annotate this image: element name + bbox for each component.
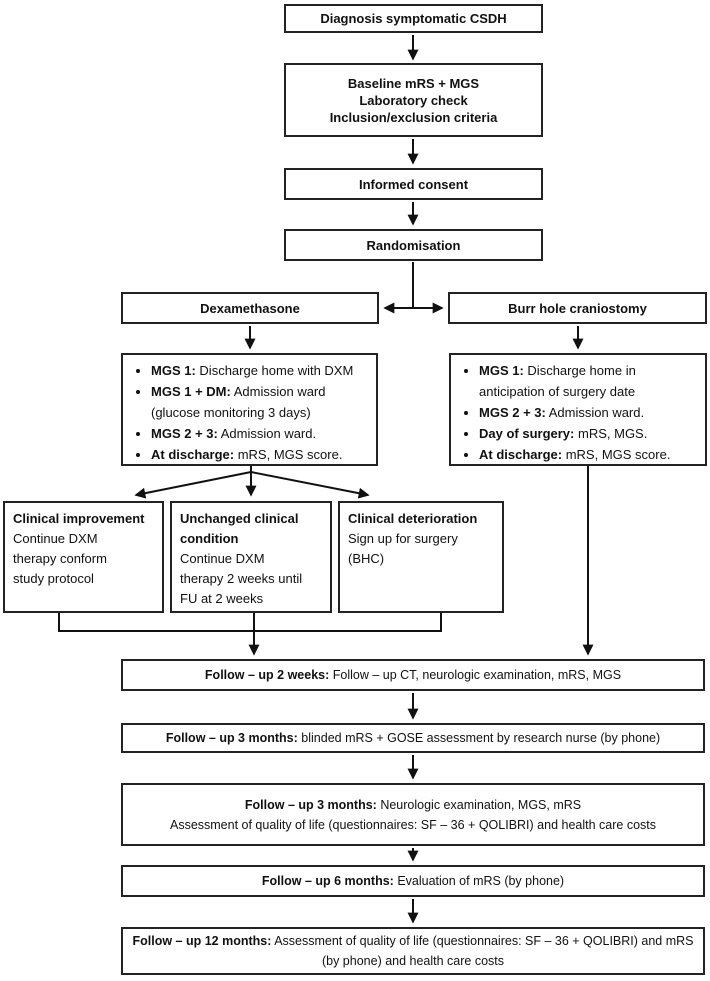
burr-bullet-1-text: Discharge home in anticipation of surger… — [479, 363, 636, 399]
box-diagnosis: Diagnosis symptomatic CSDH — [284, 4, 543, 33]
burr-bullet-list: MGS 1: Discharge home in anticipation of… — [455, 360, 699, 465]
box-dexa-pathway: MGS 1: Discharge home with DXM MGS 1 + D… — [121, 353, 378, 466]
followup-3-months-exam-line2: Assessment of quality of life (questionn… — [169, 817, 656, 832]
box-arm-burr-hole: Burr hole craniostomy — [448, 292, 707, 324]
dexa-bullet-3: MGS 2 + 3: Admission ward. — [151, 423, 370, 444]
outcome-unchanged-title: Unchanged clinical condition — [180, 511, 299, 546]
burr-bullet-3: Day of surgery: mRS, MGS. — [479, 423, 699, 444]
followup-12-months-text: Follow – up 12 months: Assessment of qua… — [131, 931, 695, 971]
followup-3-months-blinded-label: Follow – up 3 months: — [165, 731, 298, 745]
followup-6-months-label: Follow – up 6 months: — [261, 874, 394, 888]
outcome-improvement-title: Clinical improvement — [13, 511, 145, 526]
burr-bullet-1-label: MGS 1: — [479, 363, 524, 378]
dexa-bullet-3-text: Admission ward. — [220, 426, 317, 441]
diagnosis-label: Diagnosis symptomatic CSDH — [320, 11, 507, 26]
box-outcome-unchanged: Unchanged clinical condition Continue DX… — [170, 501, 332, 613]
outcome-unchanged-body: Continue DXM therapy 2 weeks until FU at… — [180, 551, 303, 606]
dexa-bullet-4: At discharge: mRS, MGS score. — [151, 444, 370, 465]
followup-2-weeks-label: Follow – up 2 weeks: — [204, 668, 330, 682]
fan-arrow-improvement — [134, 471, 252, 499]
followup-6-months-text: Follow – up 6 months: Evaluation of mRS … — [262, 871, 564, 891]
outcome-improvement-body: Continue DXM therapy conform study proto… — [13, 531, 107, 586]
followup-6-months-detail: Evaluation of mRS (by phone) — [397, 874, 565, 888]
burr-bullet-4: At discharge: mRS, MGS score. — [479, 444, 699, 465]
box-outcome-deterioration: Clinical deterioration Sign up for surge… — [338, 501, 504, 613]
arm-burr-hole-label: Burr hole craniostomy — [508, 300, 647, 316]
followup-12-months-detail: Assessment of quality of life (questionn… — [274, 934, 694, 968]
burr-bullet-2: MGS 2 + 3: Admission ward. — [479, 402, 699, 423]
box-baseline: Baseline mRS + MGS Laboratory check Incl… — [284, 63, 543, 137]
box-arm-dexamethasone: Dexamethasone — [121, 292, 379, 324]
box-followup-3-months-exam: Follow – up 3 months: Neurologic examina… — [121, 783, 705, 846]
followup-3-months-exam-detail: Neurologic examination, MGS, mRS — [380, 797, 582, 812]
dexa-bullet-2: MGS 1 + DM: Admission ward (glucose moni… — [151, 381, 370, 423]
box-followup-6-months: Follow – up 6 months: Evaluation of mRS … — [121, 865, 705, 897]
followup-2-weeks-detail: Follow – up CT, neurologic examination, … — [332, 668, 622, 682]
followup-3-months-blinded-detail: blinded mRS + GOSE assessment by researc… — [301, 731, 661, 745]
dexa-bullet-list: MGS 1: Discharge home with DXM MGS 1 + D… — [127, 360, 370, 465]
box-followup-12-months: Follow – up 12 months: Assessment of qua… — [121, 927, 705, 975]
dexa-bullet-1: MGS 1: Discharge home with DXM — [151, 360, 370, 381]
dexa-bullet-4-label: At discharge: — [151, 447, 235, 462]
dexa-bullet-3-label: MGS 2 + 3: — [151, 426, 218, 441]
burr-bullet-4-label: At discharge: — [479, 447, 563, 462]
dexa-bullet-1-text: Discharge home with DXM — [199, 363, 354, 378]
outcome-deterioration-title: Clinical deterioration — [348, 511, 478, 526]
outcome-deterioration-body: Sign up for surgery (BHC) — [348, 531, 458, 566]
box-outcome-improvement: Clinical improvement Continue DXM therap… — [3, 501, 164, 613]
burr-bullet-3-label: Day of surgery: — [479, 426, 575, 441]
box-burr-pathway: MGS 1: Discharge home in anticipation of… — [449, 353, 707, 466]
followup-3-months-blinded-text: Follow – up 3 months: blinded mRS + GOSE… — [166, 728, 660, 748]
dexa-bullet-2-text: Admission ward (glucose monitoring 3 day… — [151, 384, 326, 420]
followup-3-months-exam-label: Follow – up 3 months: — [244, 797, 377, 812]
baseline-label: Baseline mRS + MGS Laboratory check Incl… — [329, 75, 498, 125]
box-randomisation: Randomisation — [284, 229, 543, 261]
box-followup-3-months-blinded: Follow – up 3 months: blinded mRS + GOSE… — [121, 723, 705, 753]
dexa-bullet-4-text: mRS, MGS score. — [237, 447, 343, 462]
burr-bullet-2-text: Admission ward. — [548, 405, 645, 420]
randomisation-label: Randomisation — [366, 237, 461, 253]
dexa-bullet-2-label: MGS 1 + DM: — [151, 384, 231, 399]
followup-12-months-label: Follow – up 12 months: — [132, 934, 272, 948]
burr-bullet-2-label: MGS 2 + 3: — [479, 405, 546, 420]
arm-dexamethasone-label: Dexamethasone — [200, 300, 300, 316]
burr-bullet-3-text: mRS, MGS. — [578, 426, 648, 441]
box-informed-consent: Informed consent — [284, 168, 543, 200]
consent-label: Informed consent — [358, 176, 469, 192]
box-followup-2-weeks: Follow – up 2 weeks: Follow – up CT, neu… — [121, 659, 705, 691]
dexa-bullet-1-label: MGS 1: — [151, 363, 196, 378]
burr-bullet-1: MGS 1: Discharge home in anticipation of… — [479, 360, 699, 402]
fan-arrow-deterioration — [250, 471, 370, 499]
burr-bullet-4-text: mRS, MGS score. — [565, 447, 671, 462]
followup-2-weeks-text: Follow – up 2 weeks: Follow – up CT, neu… — [205, 665, 621, 685]
followup-3-months-exam-line1: Follow – up 3 months: Neurologic examina… — [245, 795, 581, 815]
